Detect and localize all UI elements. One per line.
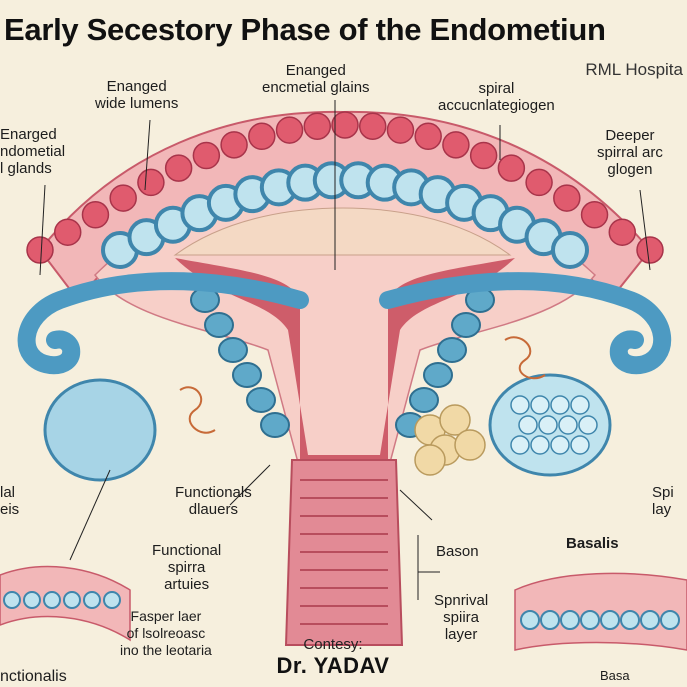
endometrial-crest xyxy=(26,111,664,264)
gland-chain-left xyxy=(218,337,248,363)
crest-lobe xyxy=(303,112,332,141)
credit-line-1: Contesy: xyxy=(303,636,363,653)
inset-gland xyxy=(620,610,640,630)
inset-gland xyxy=(103,591,121,609)
crest-lobe xyxy=(608,218,637,246)
inset-gland xyxy=(23,591,41,609)
follicle-cluster xyxy=(510,395,598,455)
follicle xyxy=(550,395,570,415)
crest-lobe xyxy=(331,111,359,139)
label-deeper-layer: Fasper laer of lsolreoasc ino the leotar… xyxy=(120,608,212,658)
crest-lobe xyxy=(220,131,248,159)
crest-lobe xyxy=(525,168,553,197)
crest-lobe xyxy=(414,122,442,151)
gland-chain-right xyxy=(423,362,453,388)
follicle xyxy=(530,395,550,415)
inset-gland xyxy=(640,610,660,630)
inset-gland xyxy=(600,610,620,630)
corpus-cluster xyxy=(414,404,486,476)
label-basa: Basa xyxy=(600,668,630,683)
crest-lobe xyxy=(192,141,221,170)
leader-lines xyxy=(39,100,651,600)
label-right-cut: Spi lay xyxy=(652,484,674,518)
label-deeper-spiral: Deeper spirral arc glogen xyxy=(597,127,663,178)
label-endometrial-glands-left: Enarged ndometial l glands xyxy=(0,126,66,177)
crest-lobe xyxy=(358,112,387,141)
label-functionals: Functionals dlauers xyxy=(175,484,252,518)
inset-gland xyxy=(3,591,21,609)
gland-chain-right xyxy=(437,337,467,363)
crest-lobe xyxy=(164,154,193,182)
label-functional-spiral: Functional spirra artuies xyxy=(152,542,222,593)
follicle xyxy=(538,415,558,435)
inset-gland xyxy=(63,591,81,609)
label-bason: Bason xyxy=(436,543,479,560)
hospital-name: RML Hospita xyxy=(585,60,683,79)
inset-gland xyxy=(560,610,580,630)
label-spiral-layer: Spnrival spiira layer xyxy=(434,592,489,643)
spiral-vessel-left xyxy=(179,386,216,434)
gland-row xyxy=(101,161,589,438)
gland-chain-left xyxy=(246,387,276,413)
cluster-cell xyxy=(414,444,446,476)
crest-lobe xyxy=(580,201,609,229)
follicle xyxy=(518,415,538,435)
follicle xyxy=(570,435,590,455)
gland-chain-right xyxy=(451,312,481,338)
label-spiral-top: spiral accucnlategiogen xyxy=(438,80,555,114)
label-basalis: Basalis xyxy=(566,535,619,552)
crest-lobe xyxy=(248,122,276,151)
inset-gland xyxy=(520,610,540,630)
crest-lobe xyxy=(636,236,664,264)
gland-ring xyxy=(551,231,589,269)
inset-gland xyxy=(580,610,600,630)
gland-chain-left xyxy=(232,362,262,388)
cluster-cell xyxy=(454,429,486,461)
credit-line-2: Dr. YADAV xyxy=(276,653,390,678)
crest-lobe xyxy=(26,236,54,264)
right-fallopian-tube xyxy=(379,272,672,375)
inset-gland-row xyxy=(3,591,680,630)
gland-chain-right xyxy=(409,387,439,413)
inset-gland xyxy=(540,610,560,630)
label-functionalis: nctionalis xyxy=(0,668,67,685)
crest-lobe xyxy=(386,116,415,144)
follicle xyxy=(570,395,590,415)
follicle xyxy=(550,435,570,455)
stroma-plate xyxy=(173,207,512,256)
cervical-ridges xyxy=(300,479,388,625)
inset-gland xyxy=(660,610,680,630)
crest-lobe xyxy=(109,184,137,212)
cluster-cell xyxy=(439,404,471,436)
label-left-cut: lal eis xyxy=(0,484,20,518)
spiral-vessel-right xyxy=(504,336,546,380)
gland-chain-left xyxy=(204,312,234,338)
left-fallopian-tube xyxy=(17,272,309,375)
crest-lobe xyxy=(469,141,498,170)
gland-chain-left xyxy=(260,412,290,438)
crest-lobe xyxy=(442,131,470,159)
inset-gland xyxy=(83,591,101,609)
crest-lobe xyxy=(275,116,304,144)
crest-lobe xyxy=(53,218,82,246)
page-title: Early Secestory Phase of the Endometiun xyxy=(4,12,606,47)
inset-gland xyxy=(43,591,61,609)
crest-lobe xyxy=(553,184,581,212)
crest-lobe xyxy=(81,201,110,229)
crest-lobe xyxy=(497,154,526,182)
follicle xyxy=(558,415,578,435)
left-ovary xyxy=(43,378,157,482)
inset-right xyxy=(514,572,687,651)
credit-block: Contesy: Dr. YADAV xyxy=(268,636,398,679)
crest-lobe xyxy=(137,168,165,197)
follicle xyxy=(530,435,550,455)
label-endometrial-glands-top: Enanged encmetial glains xyxy=(262,62,370,96)
follicle xyxy=(510,435,530,455)
label-wide-lumens: Enanged wide lumens xyxy=(95,78,179,112)
follicle xyxy=(578,415,598,435)
follicle xyxy=(510,395,530,415)
